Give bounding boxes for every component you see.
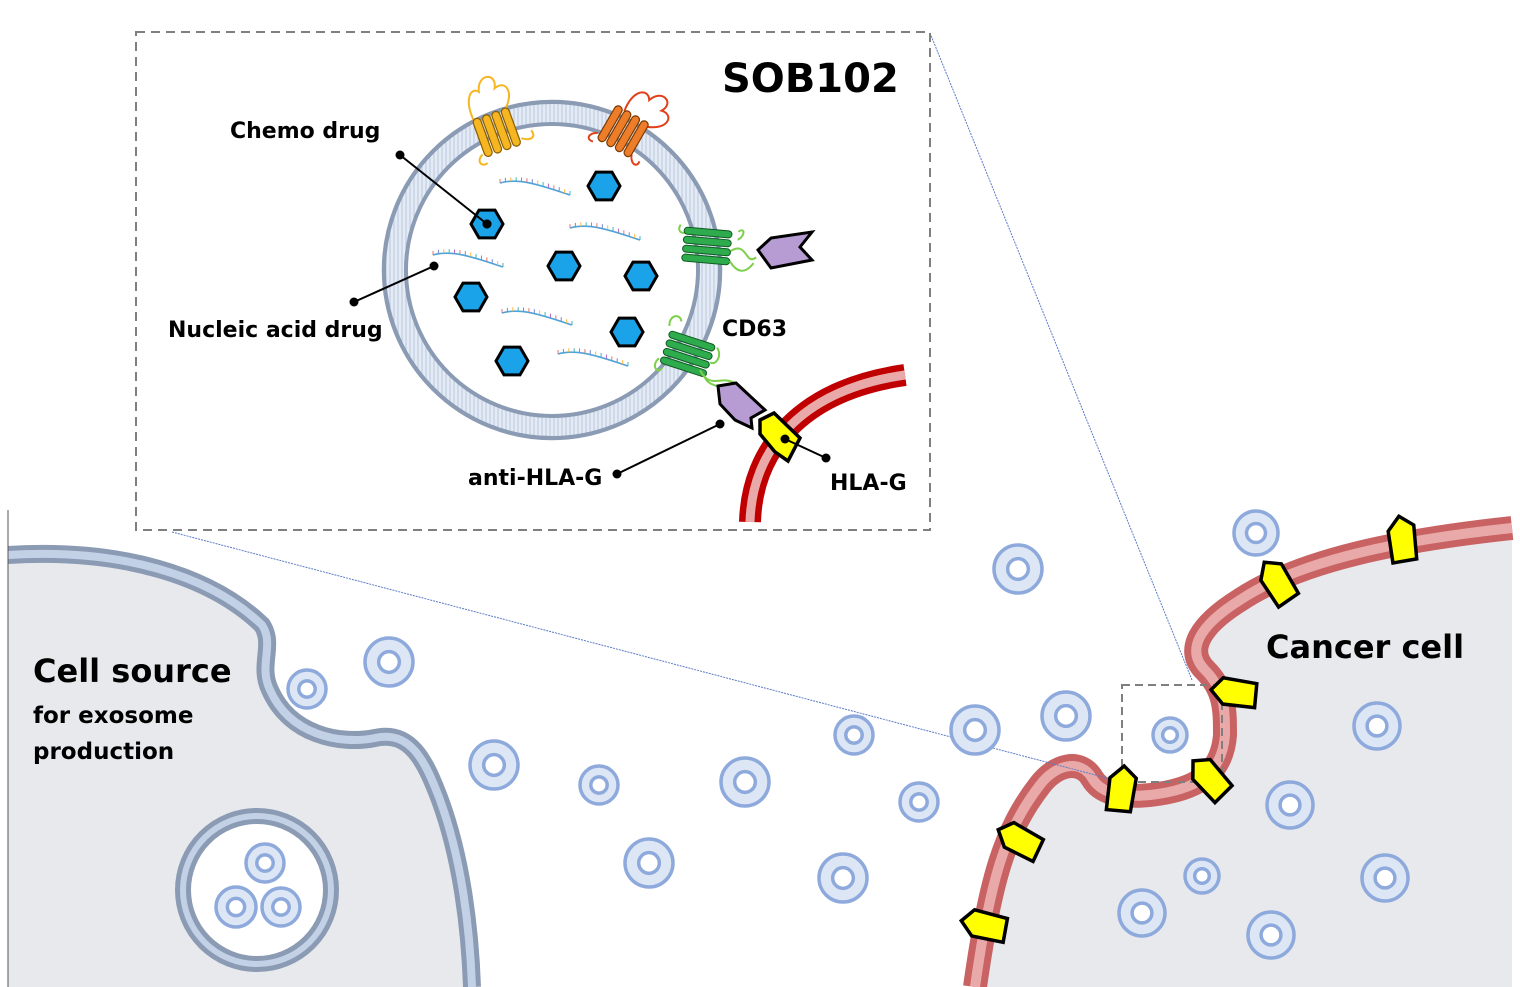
cd63-upper-icon <box>678 224 757 272</box>
chemo-drug-hexagon-icon <box>494 345 530 377</box>
chemo-drug-hexagon-icon <box>546 250 582 282</box>
chemo-drug-hexagon-icon <box>453 281 489 313</box>
label-anti-hla-g: anti-HLA-G <box>468 466 602 491</box>
exosome-icon <box>1265 780 1315 830</box>
exosome-icon <box>244 842 286 884</box>
label-chemo-drug: Chemo drug <box>230 119 380 144</box>
exosome-icon <box>1040 690 1092 742</box>
exosome-icon <box>833 714 875 756</box>
label-cell-source-sub2: production <box>33 739 174 765</box>
exosome-icon <box>1232 509 1280 557</box>
label-cd63: CD63 <box>722 317 787 342</box>
inset-title: SOB102 <box>722 56 899 102</box>
label-nucleic-acid-drug: Nucleic acid drug <box>168 318 383 343</box>
nucleic-acid-strand-icon <box>499 177 571 196</box>
zoom-connector-lines <box>171 32 1193 783</box>
chemo-drug-hexagon-icon <box>623 260 659 292</box>
exosomes-layer <box>214 509 1410 960</box>
exosome-icon <box>214 885 258 929</box>
nucleic-acid-strands <box>432 177 641 367</box>
exosome-icon <box>1151 716 1189 754</box>
cancer-cell <box>963 516 1514 987</box>
exosome-icon <box>623 837 675 889</box>
hla-g-marker-icon <box>1191 757 1235 806</box>
leader-lines <box>349 150 831 479</box>
label-hla-g: HLA-G <box>830 471 907 496</box>
inset-panel: SOB102 Chemo drug Nucleic acid drug CD63… <box>135 31 931 531</box>
hla-g-inset-icon <box>758 410 803 464</box>
nucleic-acid-strand-icon <box>569 222 641 241</box>
chemo-drug-hexagon-icon <box>609 316 645 348</box>
exosome-icon <box>1246 910 1296 960</box>
exosome-icon <box>578 764 620 806</box>
multivesicular-body <box>175 808 339 972</box>
exosome-icon <box>1183 857 1221 895</box>
source-cell-body <box>8 553 472 987</box>
exosome-icon <box>992 543 1044 595</box>
nucleic-acid-strand-icon <box>501 307 573 326</box>
nucleic-acid-strand-icon <box>557 348 629 367</box>
source-cell <box>7 510 481 987</box>
tetraspanin-orange-icon <box>587 91 670 166</box>
hla-g-marker-icon <box>958 907 1010 945</box>
hla-g-marker-icon <box>996 820 1046 864</box>
label-cell-source-sub1: for exosome <box>33 703 193 729</box>
antibody-lower-icon <box>716 381 768 431</box>
chemo-drug-hexagons <box>453 170 659 377</box>
exosome-icon <box>260 886 302 928</box>
antibody-upper-icon <box>756 229 816 270</box>
label-cell-source: Cell source <box>33 652 232 690</box>
cd63-lower-icon <box>653 315 727 394</box>
exosome-icon <box>817 852 869 904</box>
nucleic-acid-strand-icon <box>432 249 504 268</box>
chemo-drug-hexagon-icon <box>586 170 622 202</box>
hla-g-marker-icon <box>1104 763 1139 814</box>
exosome-icon <box>898 781 940 823</box>
label-cancer-cell: Cancer cell <box>1266 628 1464 666</box>
exosome-icon <box>949 704 1001 756</box>
hla-g-markers-layer <box>958 513 1419 945</box>
tetraspanin-yellow-icon <box>467 75 535 166</box>
zoom-source-box <box>1121 684 1223 783</box>
exosome-icon <box>363 636 415 688</box>
exosome-icon <box>1117 888 1167 938</box>
exosome-icon <box>1360 853 1410 903</box>
exosome-icon <box>719 756 771 808</box>
exosome-icon <box>286 668 328 710</box>
hla-g-marker-icon <box>1259 560 1301 610</box>
exosome-icon <box>468 739 520 791</box>
hla-g-marker-icon <box>1386 513 1419 565</box>
exosome-icon <box>1352 701 1402 751</box>
hla-g-marker-icon <box>1208 675 1259 710</box>
